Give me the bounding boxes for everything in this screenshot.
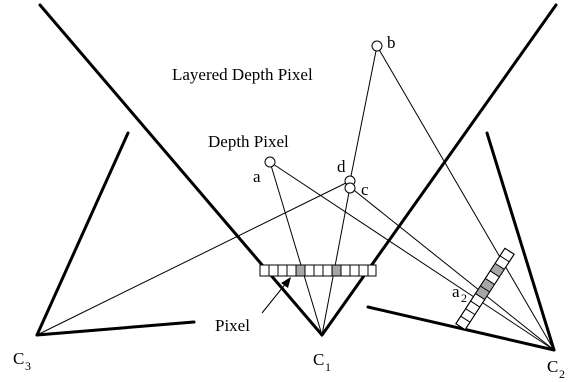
svg-text:2: 2 — [461, 291, 467, 305]
camera-frustums — [35, 3, 558, 352]
shaded-pixel-cell — [480, 278, 495, 292]
svg-text:1: 1 — [325, 360, 331, 374]
shaded-pixel-cell — [475, 286, 490, 300]
point-a-label: a — [253, 167, 261, 186]
a2-label: a 2 — [452, 282, 467, 305]
ray-c1-b — [349, 45, 378, 182]
point-b-label: b — [387, 33, 396, 52]
depth-pixel-label: Depth Pixel — [208, 132, 289, 151]
camera-c1-label: C 1 — [313, 350, 331, 374]
projection-rays — [36, 45, 555, 351]
svg-text:C: C — [313, 350, 324, 369]
layered-depth-pixel-label: Layered Depth Pixel — [172, 65, 313, 84]
c1-frustum-right — [320, 3, 558, 337]
c3-image-plane-right — [35, 320, 196, 337]
c3-image-plane — [35, 131, 130, 337]
c2-image-plane-left — [366, 305, 556, 352]
pixel-strip-dividers — [268, 265, 369, 276]
ray-c2-b — [376, 45, 555, 351]
shaded-pixel-cell — [332, 265, 341, 276]
ray-c2-a — [269, 161, 555, 351]
sample-points — [264, 40, 383, 194]
c2-image-plane-top — [485, 131, 556, 352]
camera-c3-label: C 3 — [13, 349, 31, 373]
ray-c2-c — [349, 186, 555, 351]
pixel-strip-c2 — [455, 247, 515, 331]
c1-frustum-left — [38, 3, 324, 337]
ray-c1-a — [269, 161, 323, 336]
svg-text:a: a — [452, 282, 460, 301]
point-a-marker — [264, 156, 276, 168]
point-c-label: c — [361, 180, 369, 199]
camera-c2-label: C 2 — [547, 357, 565, 381]
pixel-strip-c1 — [259, 264, 377, 277]
point-d-label: d — [337, 157, 346, 176]
svg-text:2: 2 — [559, 367, 565, 381]
pixel-label: Pixel — [215, 316, 250, 335]
ray-c3-d — [36, 180, 351, 336]
point-c-marker — [344, 182, 356, 194]
pixel-pointer-arrow — [261, 277, 291, 314]
point-b-marker — [371, 40, 383, 52]
svg-text:C: C — [13, 349, 24, 368]
svg-text:C: C — [547, 357, 558, 376]
shaded-pixel-cell — [490, 263, 505, 277]
svg-text:3: 3 — [25, 359, 31, 373]
shaded-pixel-cell — [296, 265, 305, 276]
